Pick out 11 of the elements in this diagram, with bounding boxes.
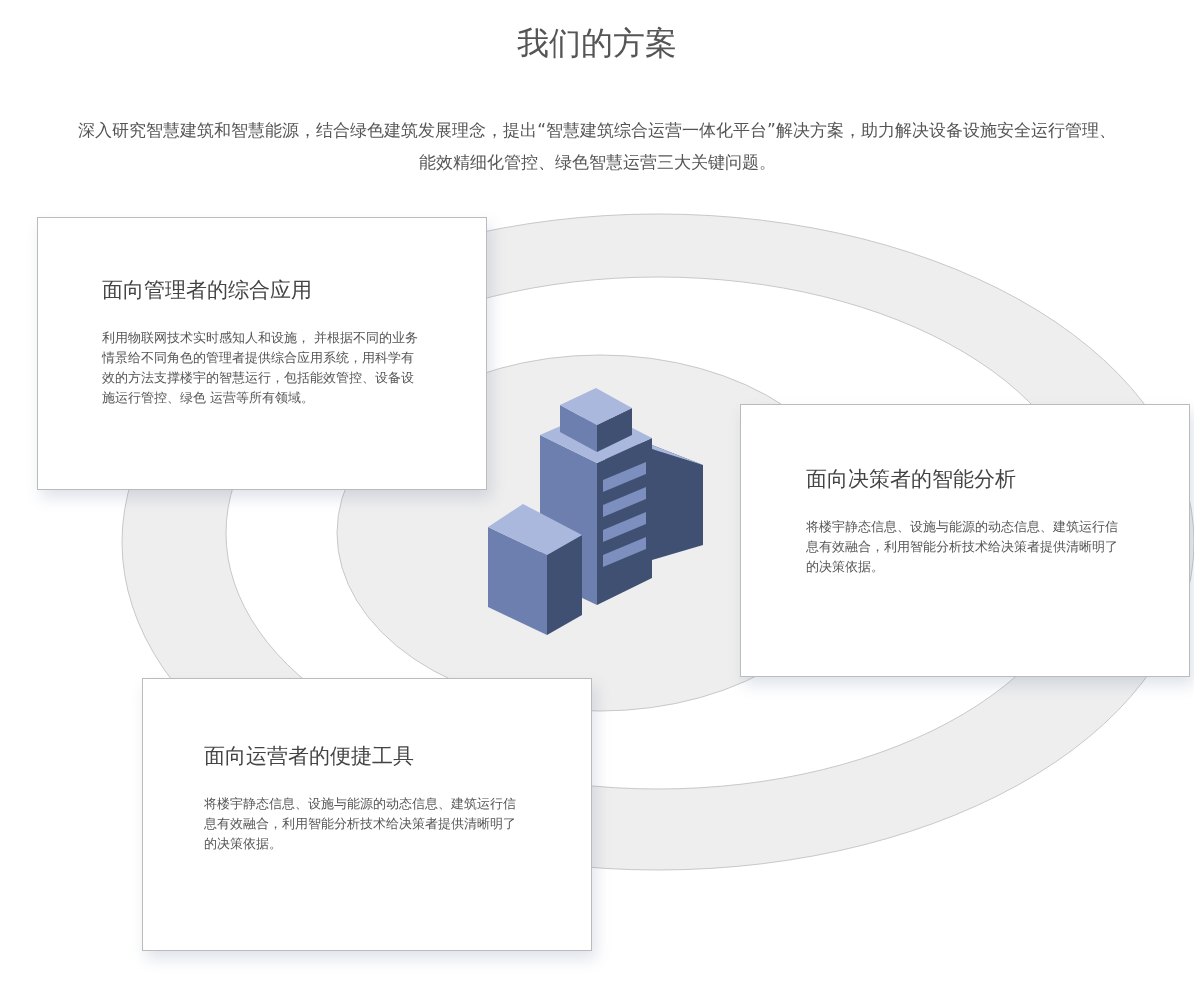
card-description: 将楼宇静态信息、设施与能源的动态信息、建筑运行信息有效融合，利用智能分析技术给决策者提供清晰明了的决策依据。 <box>204 795 517 853</box>
card-description: 利用物联网技术实时感知人和设施， 并根据不同的业务情景给不同角色的管理者提供综合应用系统，用科学有效的方法支撑楼宇的智慧运行，包括能效管控、设备设施运行管控、绿色 运营等所有领域。 <box>102 329 420 407</box>
info-card <box>740 404 1190 677</box>
card-heading: 面向管理者的综合应用 <box>102 277 312 304</box>
card-heading: 面向决策者的智能分析 <box>806 466 1016 493</box>
card-description: 将楼宇静态信息、设施与能源的动态信息、建筑运行信息有效融合，利用智能分析技术给决策者提供清晰明了的决策依据。 <box>806 518 1119 576</box>
page-title: 我们的方案 <box>516 23 678 64</box>
card-heading: 面向运营者的便捷工具 <box>204 743 414 770</box>
info-card <box>37 217 487 490</box>
info-card <box>142 678 592 951</box>
intro-paragraph: 深入研究智慧建筑和智慧能源，结合绿色建筑发展理念，提出“智慧建筑综合运营一体化平台”解决方案，助力解决设备设施安全运行管理、能效精细化管控、绿色智慧运营三大关键问题。 <box>77 119 1117 174</box>
